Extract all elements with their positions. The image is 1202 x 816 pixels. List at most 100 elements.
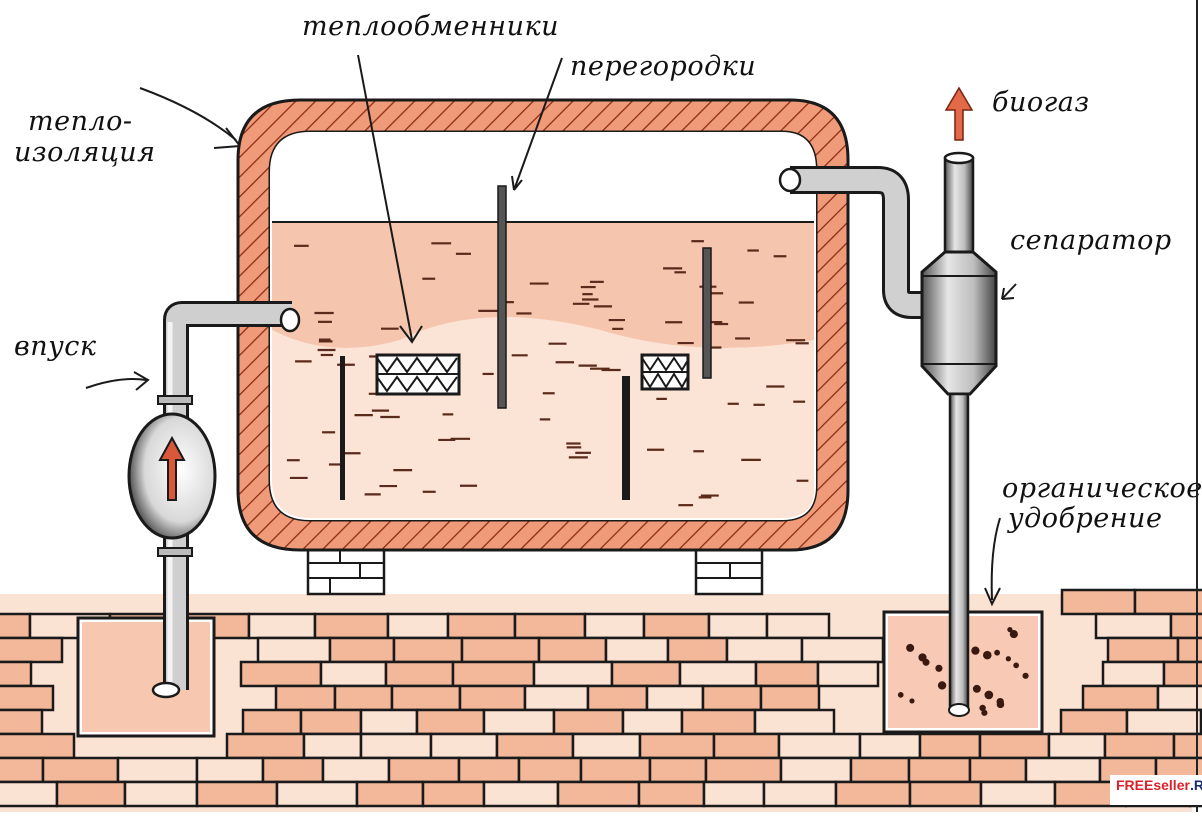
brick — [225, 732, 306, 760]
brick — [458, 684, 527, 712]
brick — [328, 636, 396, 664]
brick — [256, 636, 332, 664]
leader-lines — [85, 54, 1017, 607]
brick — [195, 756, 265, 784]
brick — [816, 660, 880, 688]
brick — [1059, 708, 1129, 736]
brick — [387, 756, 461, 784]
fertilizer-particle — [994, 649, 1001, 656]
brick — [1101, 660, 1166, 688]
brick — [777, 732, 862, 760]
brick — [495, 732, 575, 760]
brick — [645, 684, 705, 712]
brick — [275, 780, 359, 808]
label-fertilizer-line1: органическое — [1002, 473, 1202, 504]
brick — [678, 660, 758, 688]
brick — [0, 612, 32, 640]
separator — [920, 86, 998, 717]
brick — [725, 636, 804, 664]
fertilizer-particle — [996, 700, 1005, 709]
brick — [604, 636, 670, 664]
brick — [482, 780, 560, 808]
brick — [642, 612, 711, 640]
brick — [583, 612, 646, 640]
brick — [523, 684, 590, 712]
brick — [779, 756, 853, 784]
inlet-pipe — [127, 301, 301, 699]
watermark-brand: FREEseller.RU — [1116, 777, 1202, 793]
brick — [1133, 588, 1202, 616]
brick — [908, 780, 983, 808]
label-partitions: перегородки — [570, 51, 757, 82]
brick — [1081, 684, 1160, 712]
brick — [0, 708, 44, 736]
fertilizer-particles — [897, 627, 1029, 716]
brick — [446, 612, 517, 640]
brick — [0, 660, 33, 688]
brick — [55, 780, 127, 808]
fertilizer-particle — [906, 643, 915, 652]
brick — [0, 732, 76, 760]
brick — [571, 732, 642, 760]
heat-exchanger-left — [375, 353, 461, 396]
brick — [359, 732, 433, 760]
brick — [712, 732, 781, 760]
tank-supports — [306, 546, 764, 596]
gas-outlet-pipe — [778, 166, 936, 319]
brick — [517, 756, 583, 784]
brick — [978, 732, 1051, 760]
brick — [968, 756, 1028, 784]
fertilizer-particle — [1005, 656, 1011, 662]
brick — [762, 780, 838, 808]
brick — [648, 756, 708, 784]
inlet-pit — [76, 616, 216, 738]
brick — [702, 780, 766, 808]
brick — [392, 636, 464, 664]
brick — [834, 780, 912, 808]
brick — [765, 612, 831, 640]
brick — [386, 612, 450, 640]
fertilizer-particle — [1022, 672, 1029, 679]
brick — [299, 708, 363, 736]
watermark-brand-suffix: .RU — [1189, 777, 1202, 793]
brick — [116, 756, 199, 784]
brick — [1125, 708, 1202, 736]
fertilizer-particle — [971, 646, 980, 655]
brick — [460, 636, 541, 664]
brick — [1103, 732, 1176, 760]
label-biogas: биогаз — [992, 87, 1090, 118]
fertilizer-particle — [981, 709, 988, 716]
brick — [390, 684, 462, 712]
label-inlet: впуск — [14, 331, 97, 362]
brick — [421, 780, 486, 808]
brick — [0, 780, 59, 808]
brick — [302, 732, 363, 760]
brick — [704, 756, 783, 784]
label-fertilizer-line2: удобрение — [1008, 503, 1163, 534]
watermark: FREEseller.RU — [1110, 775, 1202, 805]
fertilizer-particle — [983, 650, 992, 660]
brick — [1047, 732, 1107, 760]
right-frame-border — [1196, 0, 1198, 812]
fertilizer-particle — [935, 664, 943, 672]
brick — [621, 708, 684, 736]
brick — [313, 612, 390, 640]
brick — [0, 684, 55, 712]
brick — [239, 660, 323, 688]
brick — [1106, 636, 1180, 664]
label-separator: сепаратор — [1010, 225, 1172, 256]
brick — [482, 708, 556, 736]
tank-interior — [270, 132, 816, 520]
brick — [355, 780, 425, 808]
brick — [637, 780, 706, 808]
fertilizer-particle — [984, 690, 994, 700]
brick — [532, 660, 614, 688]
watermark-brand-main: FREEseller — [1116, 777, 1190, 793]
heat-exchanger-right — [640, 353, 690, 391]
brick — [707, 612, 769, 640]
brick — [1094, 612, 1173, 640]
brick — [247, 612, 317, 640]
brick — [759, 684, 821, 712]
brick — [195, 780, 279, 808]
